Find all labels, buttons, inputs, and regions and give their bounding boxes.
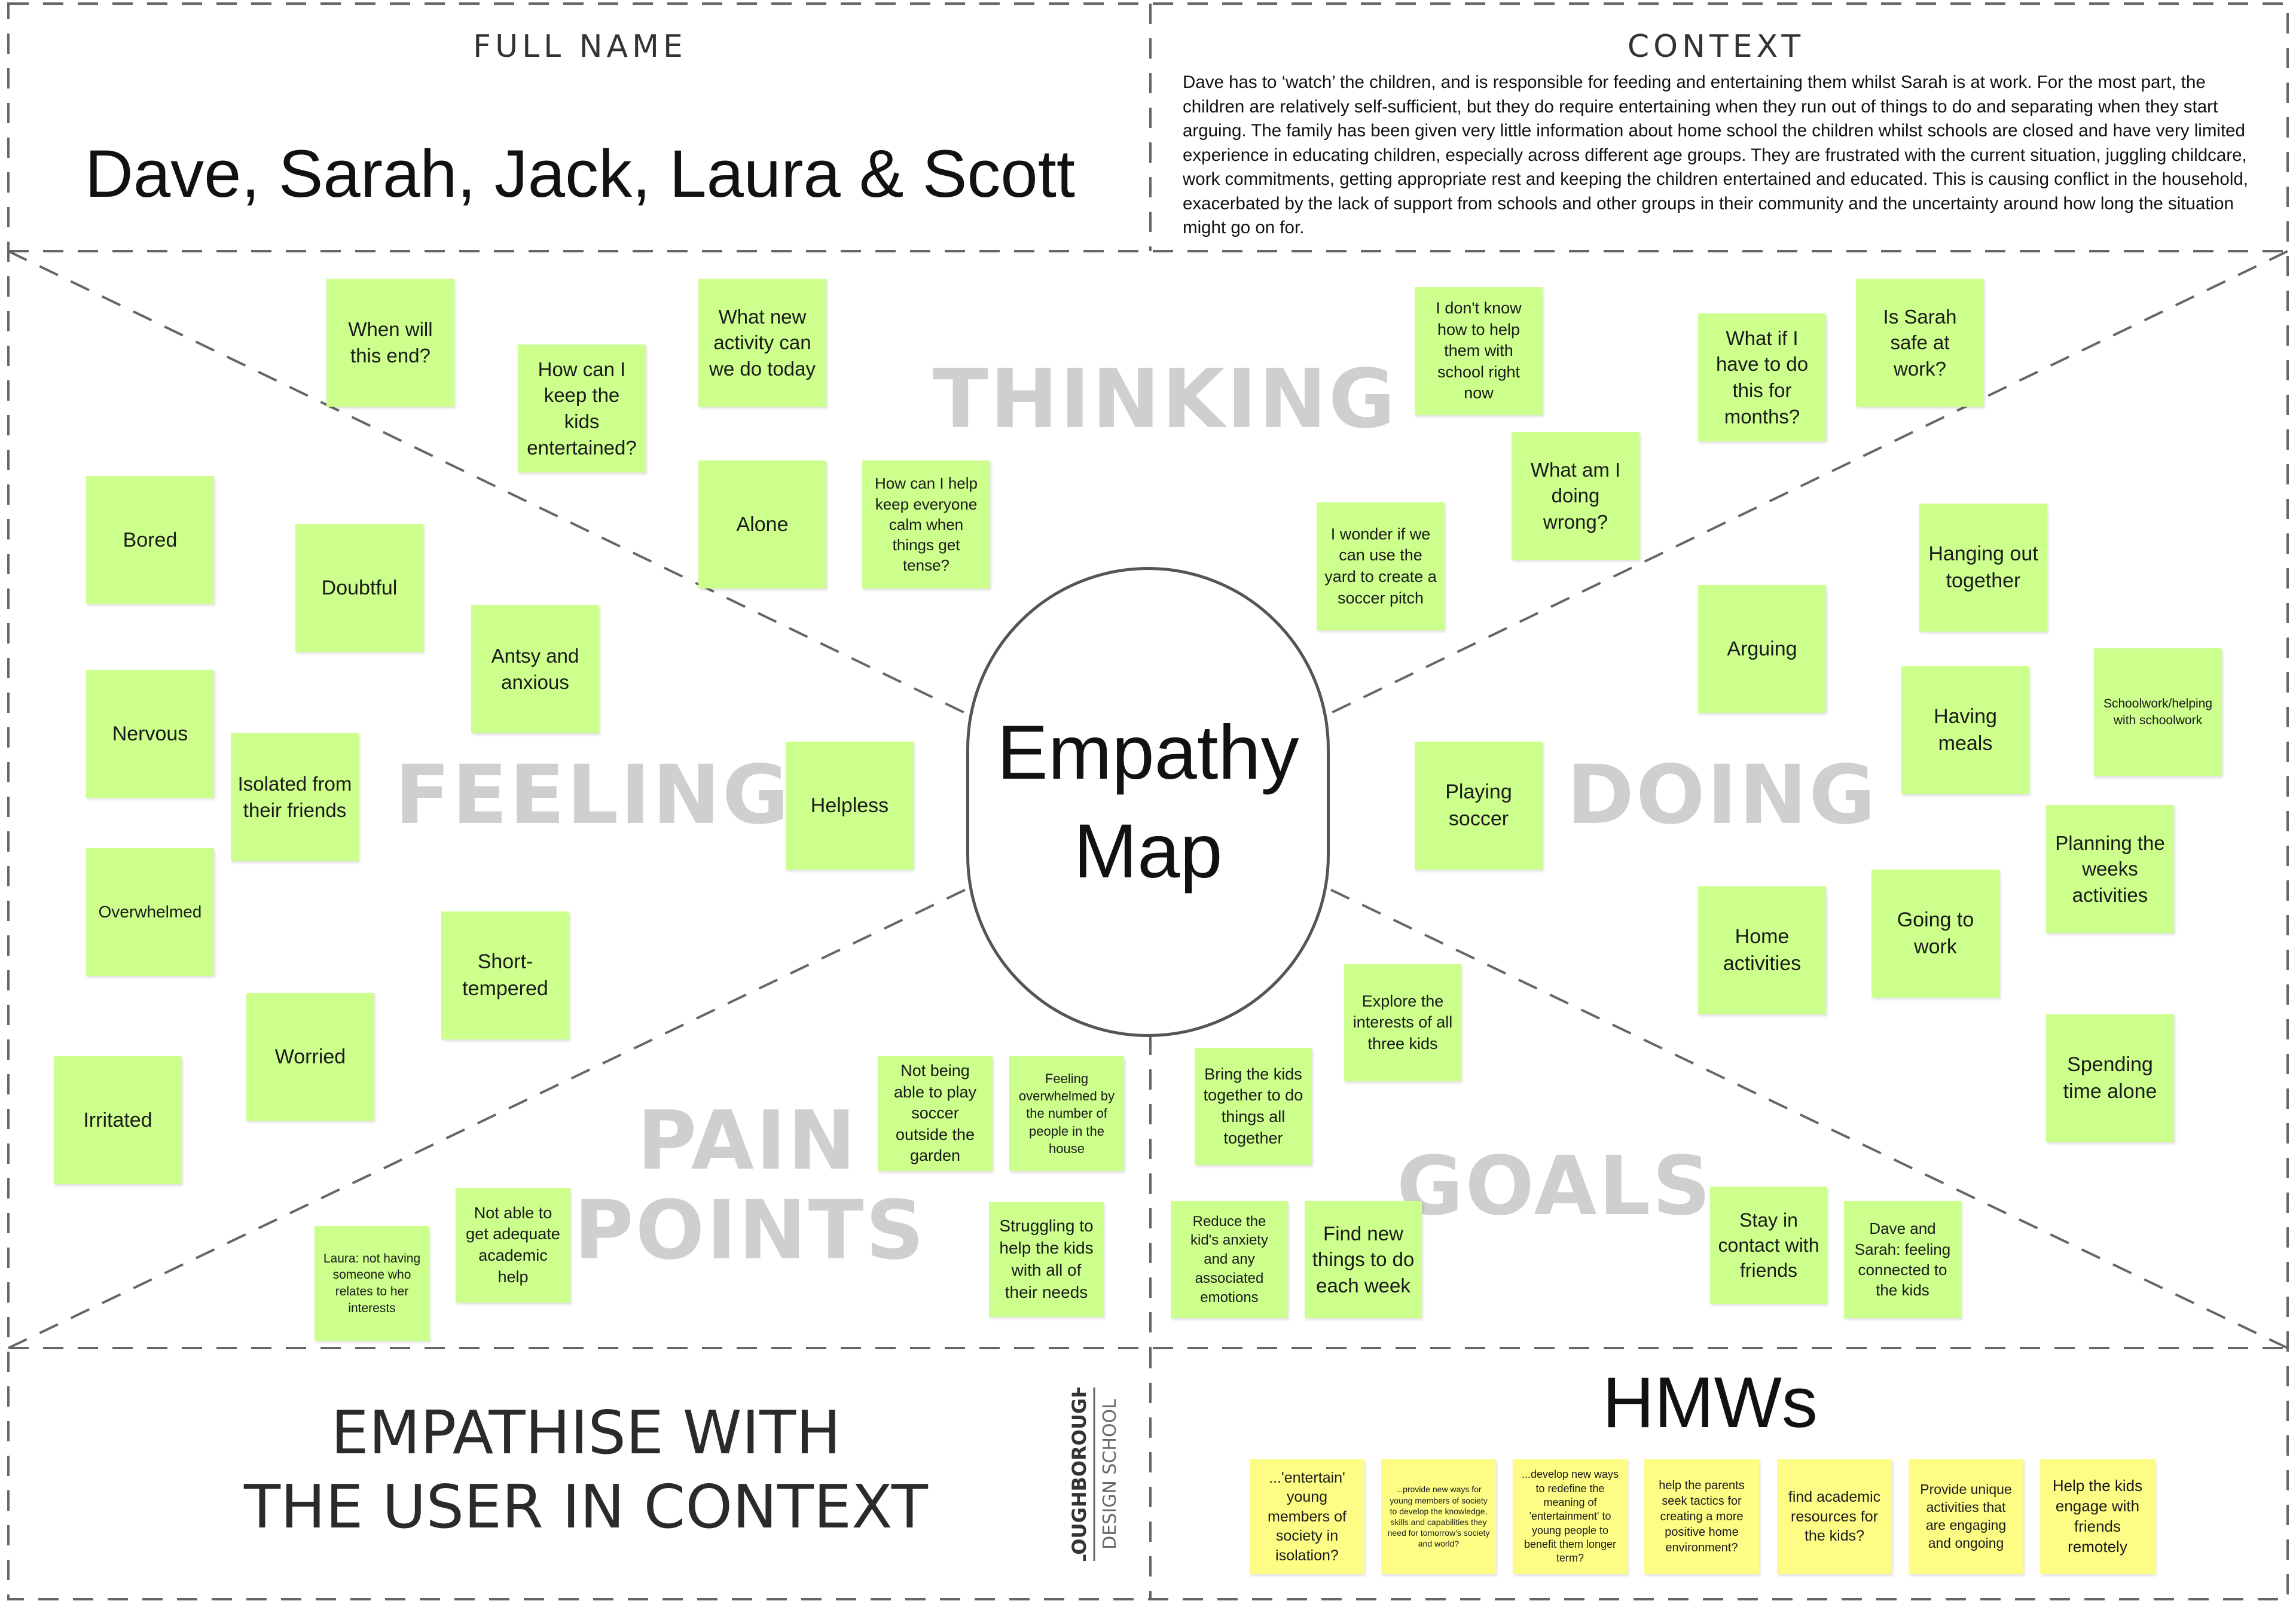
hmw-note[interactable]: find academic resources for the kids? [1777, 1459, 1892, 1574]
diagonal-top-right [1327, 250, 2288, 716]
sticky-note-doing[interactable]: Schoolwork/helping with schoolwork [2094, 648, 2222, 776]
sticky-note-feeling[interactable]: Isolated from their friends [231, 733, 359, 861]
sticky-note-goal[interactable]: Reduce the kid's anxiety and any associa… [1171, 1201, 1288, 1318]
sticky-note-feeling[interactable]: Bored [86, 476, 214, 604]
diagonal-bottom-left [8, 887, 969, 1349]
sticky-note-pain-point[interactable]: Not able to get adequate academic help [456, 1188, 570, 1303]
sticky-note-feeling[interactable]: Antsy and anxious [471, 605, 599, 733]
sticky-note-feeling[interactable]: Doubtful [295, 524, 423, 652]
context-label: CONTEXT [1627, 29, 1805, 65]
sticky-note-feeling[interactable]: Irritated [54, 1056, 182, 1184]
sticky-note-goal[interactable]: Bring the kids together to do things all… [1195, 1048, 1312, 1165]
sticky-note-thinking[interactable]: What new activity can we do today [698, 279, 826, 407]
sticky-note-pain-point[interactable]: Feeling overwhelmed by the number of peo… [1009, 1056, 1124, 1171]
hmw-note[interactable]: ...provide new ways for young members of… [1381, 1459, 1496, 1574]
hmw-note[interactable]: Help the kids engage with friends remote… [2040, 1459, 2155, 1574]
sticky-note-doing[interactable]: Having meals [1901, 666, 2029, 794]
center-title-line1: Empathy [997, 710, 1299, 795]
sticky-note-feeling[interactable]: Short-tempered [441, 911, 569, 1039]
empathy-map-center: Empathy Map [966, 567, 1330, 1037]
quadrant-label-points: POINTS [574, 1184, 926, 1278]
sticky-note-doing[interactable]: Hanging out together [1919, 504, 2047, 632]
sticky-note-thinking[interactable]: I wonder if we can use the yard to creat… [1317, 502, 1445, 630]
sticky-note-thinking[interactable]: What if I have to do this for months? [1698, 313, 1826, 441]
sticky-note-goal[interactable]: Dave and Sarah: feeling connected to the… [1844, 1201, 1961, 1318]
hmw-note[interactable]: ...'entertain' young members of society … [1250, 1459, 1364, 1574]
quadrant-label-thinking: THINKING [933, 352, 1397, 447]
sticky-note-thinking[interactable]: Is Sarah safe at work? [1856, 279, 1984, 407]
sticky-note-doing[interactable]: Arguing [1698, 585, 1826, 713]
quadrant-label-feeling: FEELING [395, 748, 791, 843]
sticky-note-feeling[interactable]: Helpless [786, 742, 914, 870]
sticky-note-goal[interactable]: Stay in contact with friends [1710, 1187, 1827, 1304]
sticky-note-pain-point[interactable]: Not being able to play soccer outside th… [878, 1056, 993, 1171]
sticky-note-goal[interactable]: Explore the interests of all three kids [1344, 964, 1461, 1081]
sticky-note-feeling[interactable]: Overwhelmed [86, 848, 214, 976]
full-name-label: FULL NAME [473, 29, 687, 65]
sticky-note-doing[interactable]: Spending time alone [2046, 1014, 2174, 1142]
quadrant-label-goals: GOALS [1396, 1139, 1713, 1234]
sticky-note-doing[interactable]: Playing soccer [1415, 742, 1543, 870]
empathise-line-2: THE USER IN CONTEXT [244, 1472, 928, 1542]
hmw-note[interactable]: help the parents seek tactics for creati… [1644, 1459, 1759, 1574]
empathise-line-1: EMPATHISE WITH [331, 1398, 841, 1468]
diagonal-bottom-right [1327, 887, 2288, 1349]
logo-text-design-school: DESIGN SCHOOL [1100, 1399, 1120, 1550]
hmws-title: HMWs [1602, 1362, 1818, 1443]
sticky-note-thinking[interactable]: Alone [698, 461, 826, 588]
empathise-heading: EMPATHISE WITH THE USER IN CONTEXT [149, 1396, 1022, 1544]
center-title-line2: Map [1073, 809, 1223, 894]
sticky-note-doing[interactable]: Going to work [1871, 870, 1999, 998]
sticky-note-pain-point[interactable]: Struggling to help the kids with all of … [989, 1202, 1104, 1317]
sticky-note-thinking[interactable]: How can I help keep everyone calm when t… [862, 461, 990, 588]
sticky-note-feeling[interactable]: Worried [246, 993, 374, 1121]
hmw-note[interactable]: ...develop new ways to redefine the mean… [1513, 1459, 1628, 1574]
sticky-note-goal[interactable]: Find new things to do each week [1305, 1201, 1422, 1318]
persona-names: Dave, Sarah, Jack, Laura & Scott [85, 136, 1075, 211]
logo-text-loughborough: LOUGHBOROUGH [1068, 1388, 1091, 1561]
loughborough-logo: LOUGHBOROUGH DESIGN SCHOOL [1058, 1382, 1125, 1566]
quadrant-label-doing: DOING [1567, 748, 1877, 843]
quadrant-label-pain: PAIN [637, 1094, 858, 1188]
diagonal-top-left [8, 250, 969, 716]
outer-border [7, 2, 2289, 1600]
sticky-note-doing[interactable]: Planning the weeks activities [2046, 805, 2174, 933]
sticky-note-feeling[interactable]: Nervous [86, 670, 214, 798]
sticky-note-thinking[interactable]: What am I doing wrong? [1512, 432, 1639, 560]
sticky-note-thinking[interactable]: I don't know how to help them with schoo… [1415, 287, 1543, 415]
sticky-note-doing[interactable]: Home activities [1698, 886, 1826, 1014]
hmw-note[interactable]: Provide unique activities that are engag… [1909, 1459, 2023, 1574]
sticky-note-thinking[interactable]: How can I keep the kids entertained? [518, 344, 646, 472]
sticky-note-thinking[interactable]: When will this end? [326, 279, 454, 407]
sticky-note-pain-point[interactable]: Laura: not having someone who relates to… [315, 1226, 429, 1341]
context-text: Dave has to ‘watch’ the children, and is… [1183, 72, 2248, 237]
